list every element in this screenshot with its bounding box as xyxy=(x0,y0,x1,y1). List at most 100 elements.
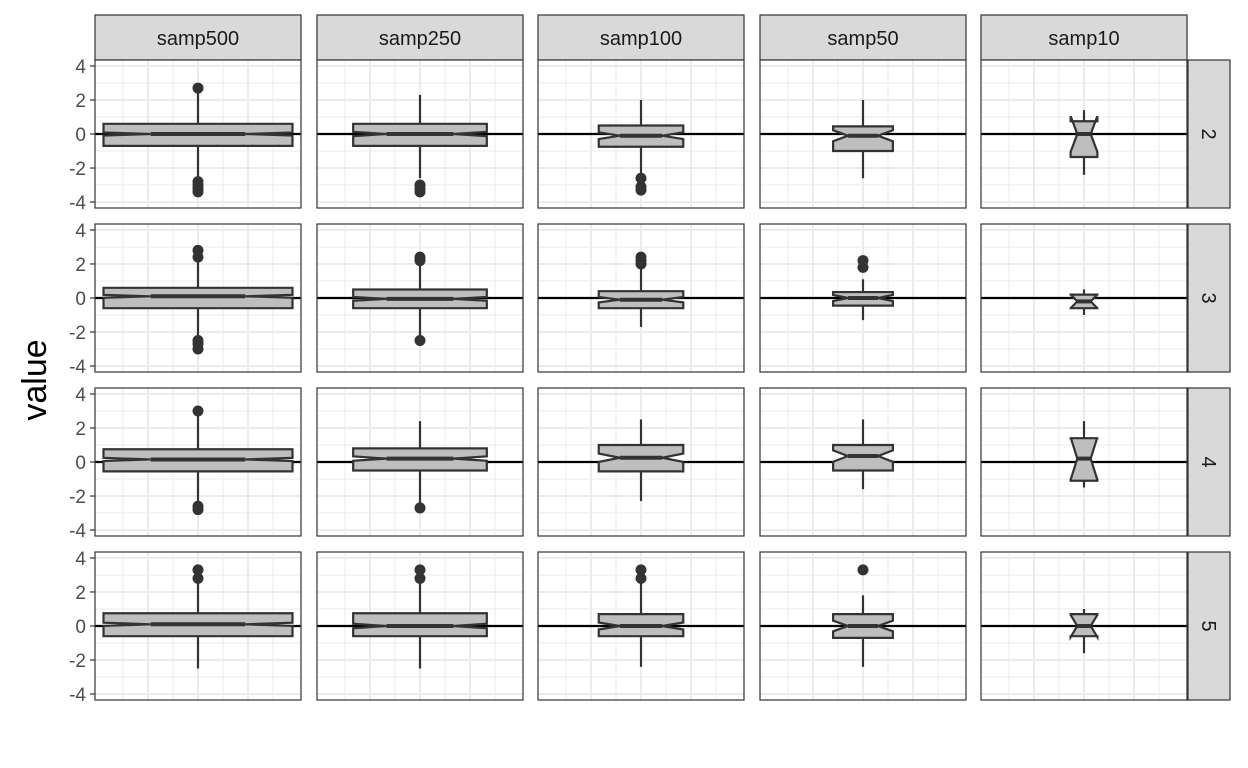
y-tick-label: -2 xyxy=(69,323,86,344)
y-tick-label: 2 xyxy=(75,255,86,276)
panel-4-samp250 xyxy=(316,387,524,537)
strip-label-samp100: samp100 xyxy=(600,28,682,50)
panel-2-samp500 xyxy=(94,59,302,209)
row-strip-4 xyxy=(1187,387,1231,537)
panel-2-samp50 xyxy=(759,59,967,209)
strip-label-samp500: samp500 xyxy=(157,28,239,50)
y-tick-label: 4 xyxy=(75,221,86,242)
panel-2-samp10 xyxy=(980,59,1188,209)
box xyxy=(832,125,894,153)
panel-border xyxy=(759,551,967,701)
panel-border xyxy=(980,551,1188,701)
outlier-point xyxy=(414,502,426,514)
panel-border xyxy=(94,387,302,537)
panel-border xyxy=(980,59,1188,209)
y-tick-label: -2 xyxy=(69,159,86,180)
outlier-point xyxy=(635,572,647,584)
outlier-point xyxy=(414,186,426,198)
y-tick-label: -2 xyxy=(69,487,86,508)
y-tick-label: 0 xyxy=(75,453,86,474)
outlier-point xyxy=(635,184,647,196)
outlier-point xyxy=(414,335,426,347)
panel-2-samp100 xyxy=(537,59,745,209)
strip-label-samp10: samp10 xyxy=(1048,28,1119,50)
row-strip-3 xyxy=(1187,223,1231,373)
row-strip-5 xyxy=(1187,551,1231,701)
panel-border xyxy=(980,223,1188,373)
outlier-point xyxy=(414,251,426,263)
outlier-point xyxy=(635,172,647,184)
outlier-point xyxy=(192,186,204,198)
outlier-point xyxy=(635,564,647,576)
panel-border xyxy=(537,387,745,537)
y-tick-label: -4 xyxy=(69,521,86,542)
strip-samp500 xyxy=(94,14,302,61)
panel-5-samp10 xyxy=(980,551,1188,701)
panel-border xyxy=(980,387,1188,537)
panel-border xyxy=(537,223,745,373)
panel-3-samp250 xyxy=(316,223,524,373)
panel-border xyxy=(759,223,967,373)
strip-samp250 xyxy=(316,14,524,61)
panel-border xyxy=(316,387,524,537)
panel-border xyxy=(316,223,524,373)
panel-4-samp100 xyxy=(537,387,745,537)
panel-5-samp250 xyxy=(316,551,524,701)
panel-5-samp100 xyxy=(537,551,745,701)
y-tick-label: 4 xyxy=(75,57,86,78)
y-tick-label: 4 xyxy=(75,385,86,406)
outlier-point xyxy=(857,255,869,267)
panel-3-samp100 xyxy=(537,223,745,373)
row-strip-label-3: 3 xyxy=(1197,292,1219,303)
y-tick-label: -4 xyxy=(69,685,86,706)
strip-label-samp250: samp250 xyxy=(379,28,461,50)
y-tick-label: -4 xyxy=(69,357,86,378)
panel-border xyxy=(94,551,302,701)
panel-border xyxy=(759,59,967,209)
strip-samp100 xyxy=(537,14,745,61)
y-axis-label: value xyxy=(16,339,54,420)
y-tick-label: -4 xyxy=(69,193,86,214)
y-tick-label: -2 xyxy=(69,651,86,672)
outlier-point xyxy=(635,251,647,263)
outlier-point xyxy=(192,564,204,576)
outlier-point xyxy=(414,572,426,584)
panel-border xyxy=(537,551,745,701)
panel-border xyxy=(316,59,524,209)
outlier-point xyxy=(857,564,869,576)
y-tick-label: 0 xyxy=(75,289,86,310)
row-strip-label-2: 2 xyxy=(1197,128,1219,139)
panel-3-samp10 xyxy=(980,223,1188,373)
panel-border xyxy=(537,59,745,209)
outlier-point xyxy=(192,82,204,94)
y-tick-label: 4 xyxy=(75,549,86,570)
panel-4-samp10 xyxy=(980,387,1188,537)
panel-5-samp50 xyxy=(759,551,967,701)
panel-border xyxy=(94,59,302,209)
panel-border xyxy=(94,223,302,373)
panel-border xyxy=(759,387,967,537)
row-strip-2 xyxy=(1187,59,1231,209)
y-tick-label: 2 xyxy=(75,419,86,440)
panel-3-samp50 xyxy=(759,223,967,373)
row-strip-label-5: 5 xyxy=(1197,620,1219,631)
panel-border xyxy=(316,551,524,701)
y-tick-label: 2 xyxy=(75,91,86,112)
outlier-point xyxy=(192,572,204,584)
strip-samp50 xyxy=(759,14,967,61)
y-tick-label: 0 xyxy=(75,125,86,146)
box xyxy=(1069,115,1099,159)
panel-4-samp50 xyxy=(759,387,967,537)
y-tick-label: 0 xyxy=(75,617,86,638)
strip-label-samp50: samp50 xyxy=(827,28,898,50)
outlier-point xyxy=(192,244,204,256)
y-tick-label: 2 xyxy=(75,583,86,604)
outlier-point xyxy=(414,564,426,576)
row-strip-label-4: 4 xyxy=(1197,456,1219,467)
outlier-point xyxy=(192,504,204,516)
panel-5-samp500 xyxy=(94,551,302,701)
outlier-point xyxy=(192,343,204,355)
outlier-point xyxy=(192,405,204,417)
panel-2-samp250 xyxy=(316,59,524,209)
